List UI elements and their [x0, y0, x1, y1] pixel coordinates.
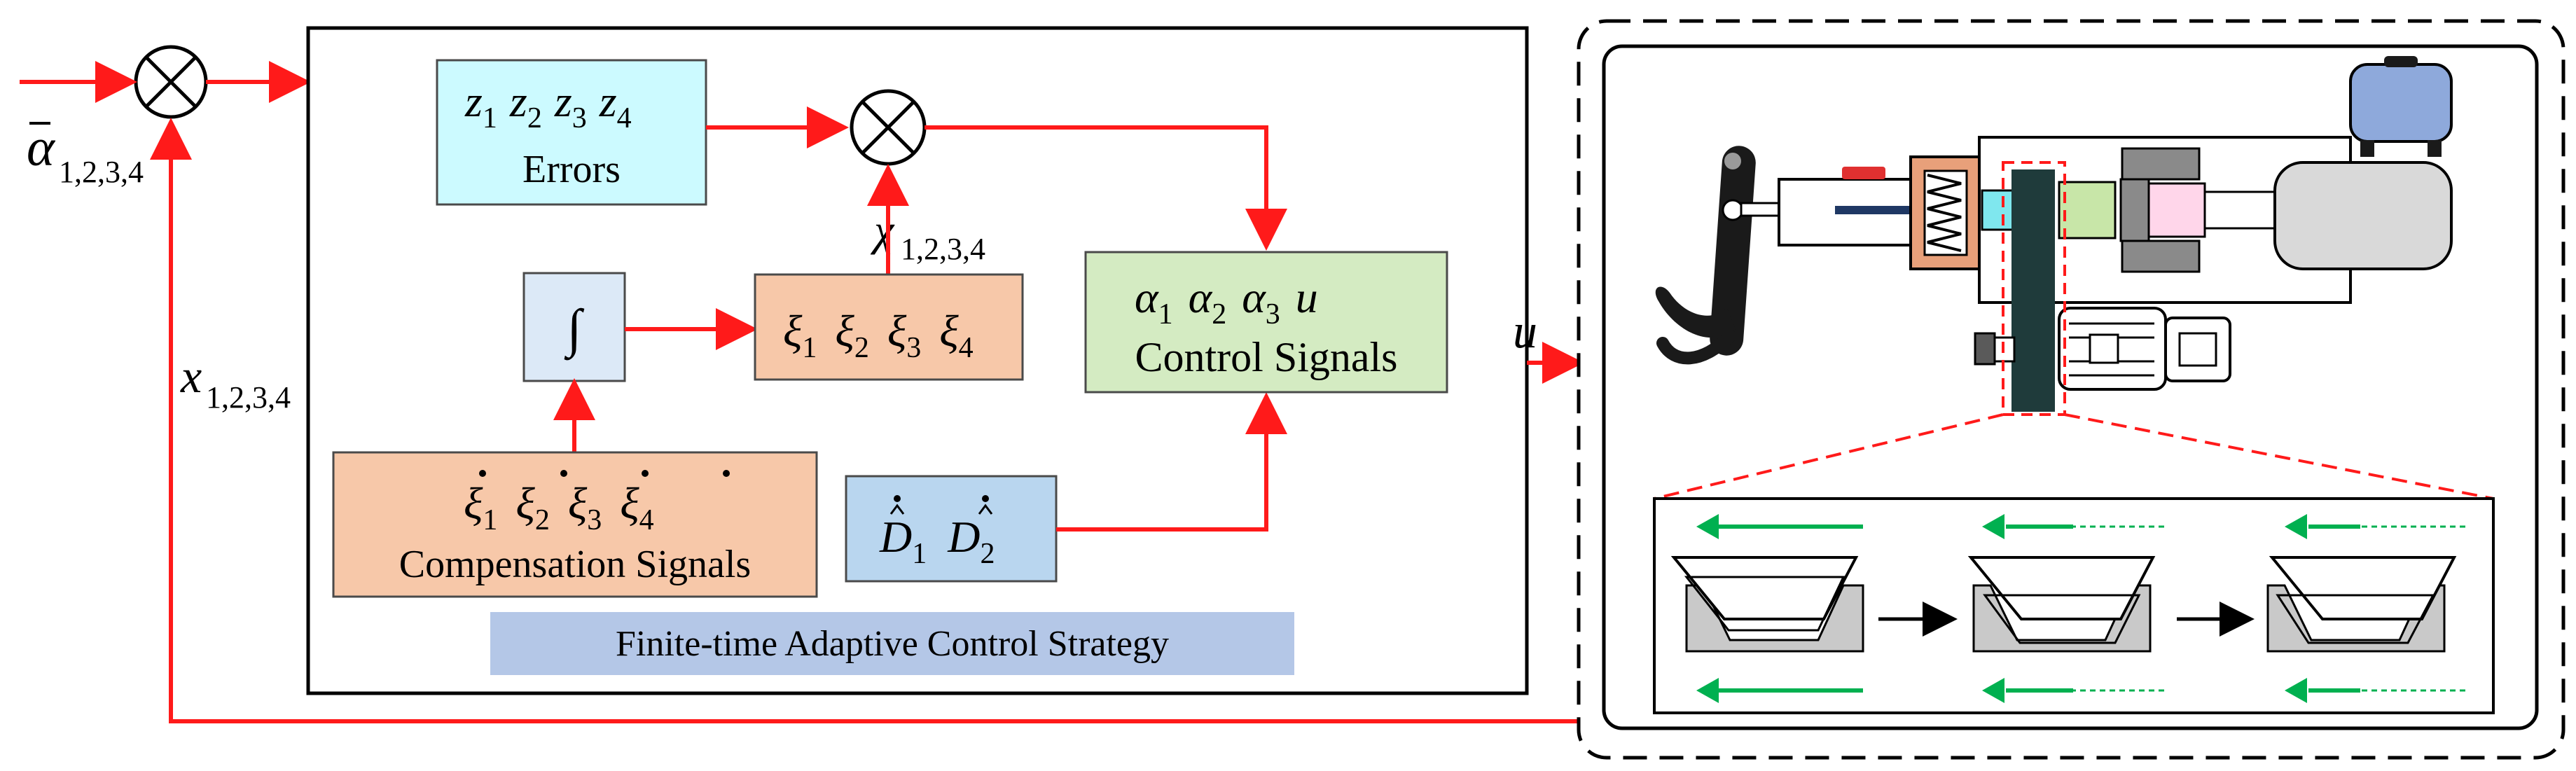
- zoom-line-right: [2064, 413, 2494, 500]
- reference-label: α 1,2,3,4: [27, 118, 144, 189]
- integrator-box: ∫: [522, 272, 626, 382]
- alpha1-symbol: α: [1135, 272, 1159, 322]
- xi1-symbol: ξ: [783, 306, 803, 356]
- electric-motor-icon: [1974, 307, 2231, 391]
- sum-to-control-arrow: [925, 125, 1287, 251]
- control-caption: Control Signals: [1135, 334, 1397, 380]
- feedback-subscript: 1,2,3,4: [206, 380, 291, 415]
- dxi1-symbol: ξ: [464, 478, 483, 528]
- chi-subscript: 1,2,3,4: [901, 232, 985, 266]
- disturbance-to-control-arrow: [1056, 392, 1287, 532]
- output-symbol: u: [1513, 305, 1537, 359]
- disturbance-hats: [889, 495, 993, 515]
- reference-symbol: α: [27, 118, 56, 177]
- input-summing-junction: [134, 45, 208, 119]
- compensation-dots: [479, 470, 730, 477]
- d1-symbol: D: [879, 512, 912, 562]
- wedge-stage-3: [2266, 556, 2457, 653]
- wedge-stage-1: [1670, 556, 1864, 653]
- zoom-line-left: [1654, 413, 2004, 500]
- internal-summing-junction: [850, 89, 927, 166]
- cap-red: [1842, 167, 1885, 179]
- svg-text:Finite-time Adaptive Control S: Finite-time Adaptive Control Strategy: [616, 624, 1169, 664]
- feedback-symbol: x: [180, 349, 202, 403]
- motor-drum: [2273, 161, 2453, 270]
- integral-symbol: ∫: [565, 299, 585, 361]
- z1-symbol: z: [464, 76, 483, 126]
- chi-label: χ 1,2,3,4: [870, 205, 985, 266]
- errors-caption: Errors: [522, 148, 621, 191]
- green-arrows-bottom: [1696, 678, 2465, 703]
- reference-subscript: 1,2,3,4: [59, 155, 144, 189]
- wedge-stage-2: [1967, 556, 2156, 653]
- chi-symbol: χ: [870, 205, 895, 255]
- reservoir-icon: [2349, 56, 2453, 157]
- brake-pedal-icon: [1655, 146, 1756, 365]
- strategy-label: Finite-time Adaptive Control Strategy: [490, 612, 1294, 675]
- feedback-label: x 1,2,3,4: [180, 349, 291, 415]
- green-arrows-top: [1696, 514, 2465, 539]
- highlight-box: [2002, 161, 2066, 416]
- slider-plate: [2011, 169, 2055, 412]
- spring-chamber: [1909, 155, 1981, 270]
- feedback-line: [150, 118, 1595, 723]
- compensation-caption: Compensation Signals: [399, 543, 751, 586]
